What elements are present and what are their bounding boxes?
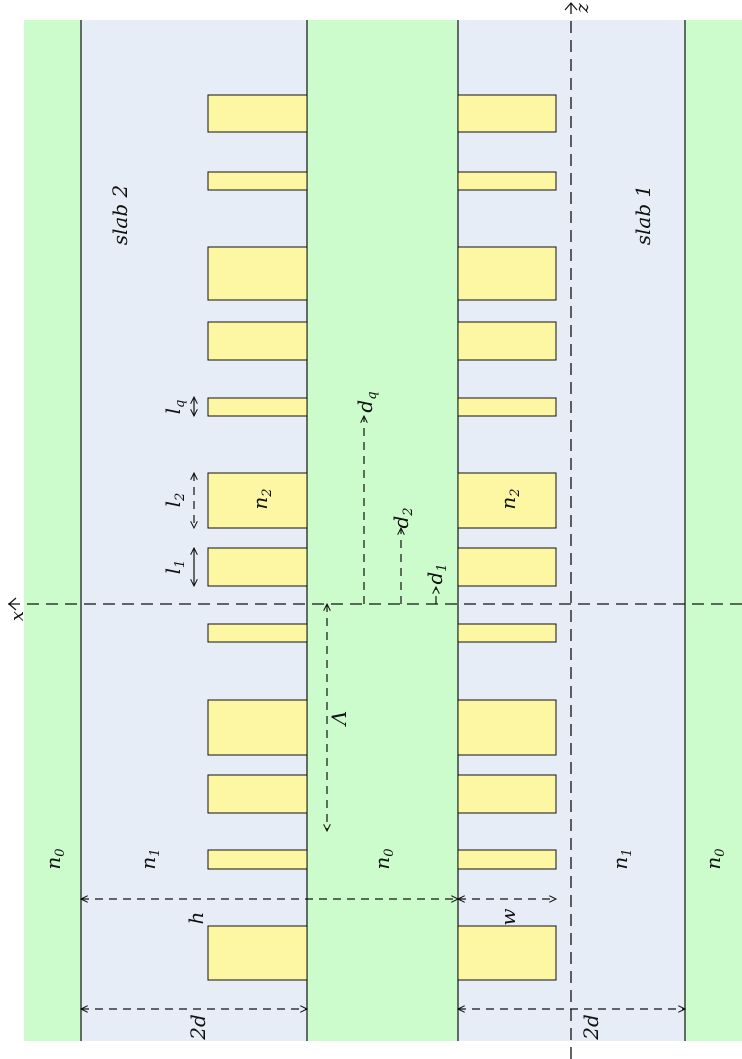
index-labels: n0 n1 n0 n1 n0 n2 n2 [41, 488, 728, 869]
region-labels: slab 2 slab 1 [108, 185, 655, 245]
index-slab-1: n1 [608, 848, 635, 869]
slab-2-thickness-label: 2d [186, 1014, 210, 1041]
grating-tooth-slab1-9 [457, 699, 557, 756]
grating-tooth-slab1-3 [457, 246, 557, 301]
outer-cladding-right [685, 20, 742, 1041]
grating-teeth-slab-2 [207, 94, 308, 981]
grating-tooth-slab2-8 [207, 623, 308, 643]
subscript-labels: l1 l2 lq d1 d2 dq [161, 391, 450, 584]
grating-tooth-slab2-3 [207, 246, 308, 301]
index-grating-left: n2 [248, 488, 275, 509]
groove-depth-label: h [184, 912, 208, 925]
interfaces [80, 20, 686, 1041]
l1-label: l1 [161, 560, 188, 575]
d1-label: d1 [423, 563, 450, 584]
grating-tooth-slab2-11 [207, 849, 308, 870]
grating-tooth-slab1-2 [457, 171, 557, 191]
grating-tooth-slab1-5 [457, 397, 557, 417]
grating-tooth-slab1-7 [457, 547, 557, 587]
z-axis-arrowhead [564, 2, 578, 11]
x-axis-arrowhead [8, 597, 17, 611]
coordinate-axes: x z [7, 2, 742, 1059]
grating-tooth-slab2-9 [207, 699, 308, 756]
index-gap: n0 [370, 848, 397, 869]
d2-label: d2 [389, 507, 416, 528]
grating-tooth-slab1-12 [457, 925, 557, 981]
gap-cladding [307, 20, 458, 1041]
slab-2-label: slab 2 [108, 185, 132, 245]
grating-tooth-slab2-6 [207, 472, 308, 529]
grating-tooth-slab2-7 [207, 547, 308, 587]
grating-tooth-slab1-10 [457, 774, 557, 814]
index-outer-right: n0 [701, 848, 728, 869]
width-label: w [496, 908, 520, 925]
index-slab-2: n1 [136, 848, 163, 869]
grating-tooth-slab2-4 [207, 321, 308, 361]
grating-tooth-slab2-10 [207, 774, 308, 814]
grating-tooth-slab2-12 [207, 925, 308, 981]
period-label: Λ [327, 711, 351, 727]
layer-bands [24, 20, 742, 1041]
grating-teeth-slab-1 [457, 94, 557, 981]
slab-1-thickness-label: 2d [579, 1014, 603, 1041]
slab-1-label: slab 1 [631, 185, 655, 245]
z-axis-label: z [572, 3, 593, 14]
grating-tooth-slab2-1 [207, 94, 308, 133]
grating-tooth-slab1-6 [457, 472, 557, 529]
lq-label: lq [161, 400, 188, 415]
outer-cladding-left [24, 20, 81, 1041]
dimension-lines: Λ h w 2d 2d [81, 397, 685, 1041]
l2-label: l2 [161, 493, 188, 508]
x-axis-label: x [7, 611, 28, 621]
dq-label: dq [353, 391, 380, 412]
grating-tooth-slab2-2 [207, 171, 308, 191]
index-grating-right: n2 [496, 488, 523, 509]
grating-tooth-slab1-8 [457, 623, 557, 643]
index-outer-left: n0 [41, 848, 68, 869]
grating-tooth-slab1-11 [457, 849, 557, 870]
grating-tooth-slab1-4 [457, 321, 557, 361]
grating-tooth-slab1-1 [457, 94, 557, 133]
grating-tooth-slab2-5 [207, 397, 308, 417]
